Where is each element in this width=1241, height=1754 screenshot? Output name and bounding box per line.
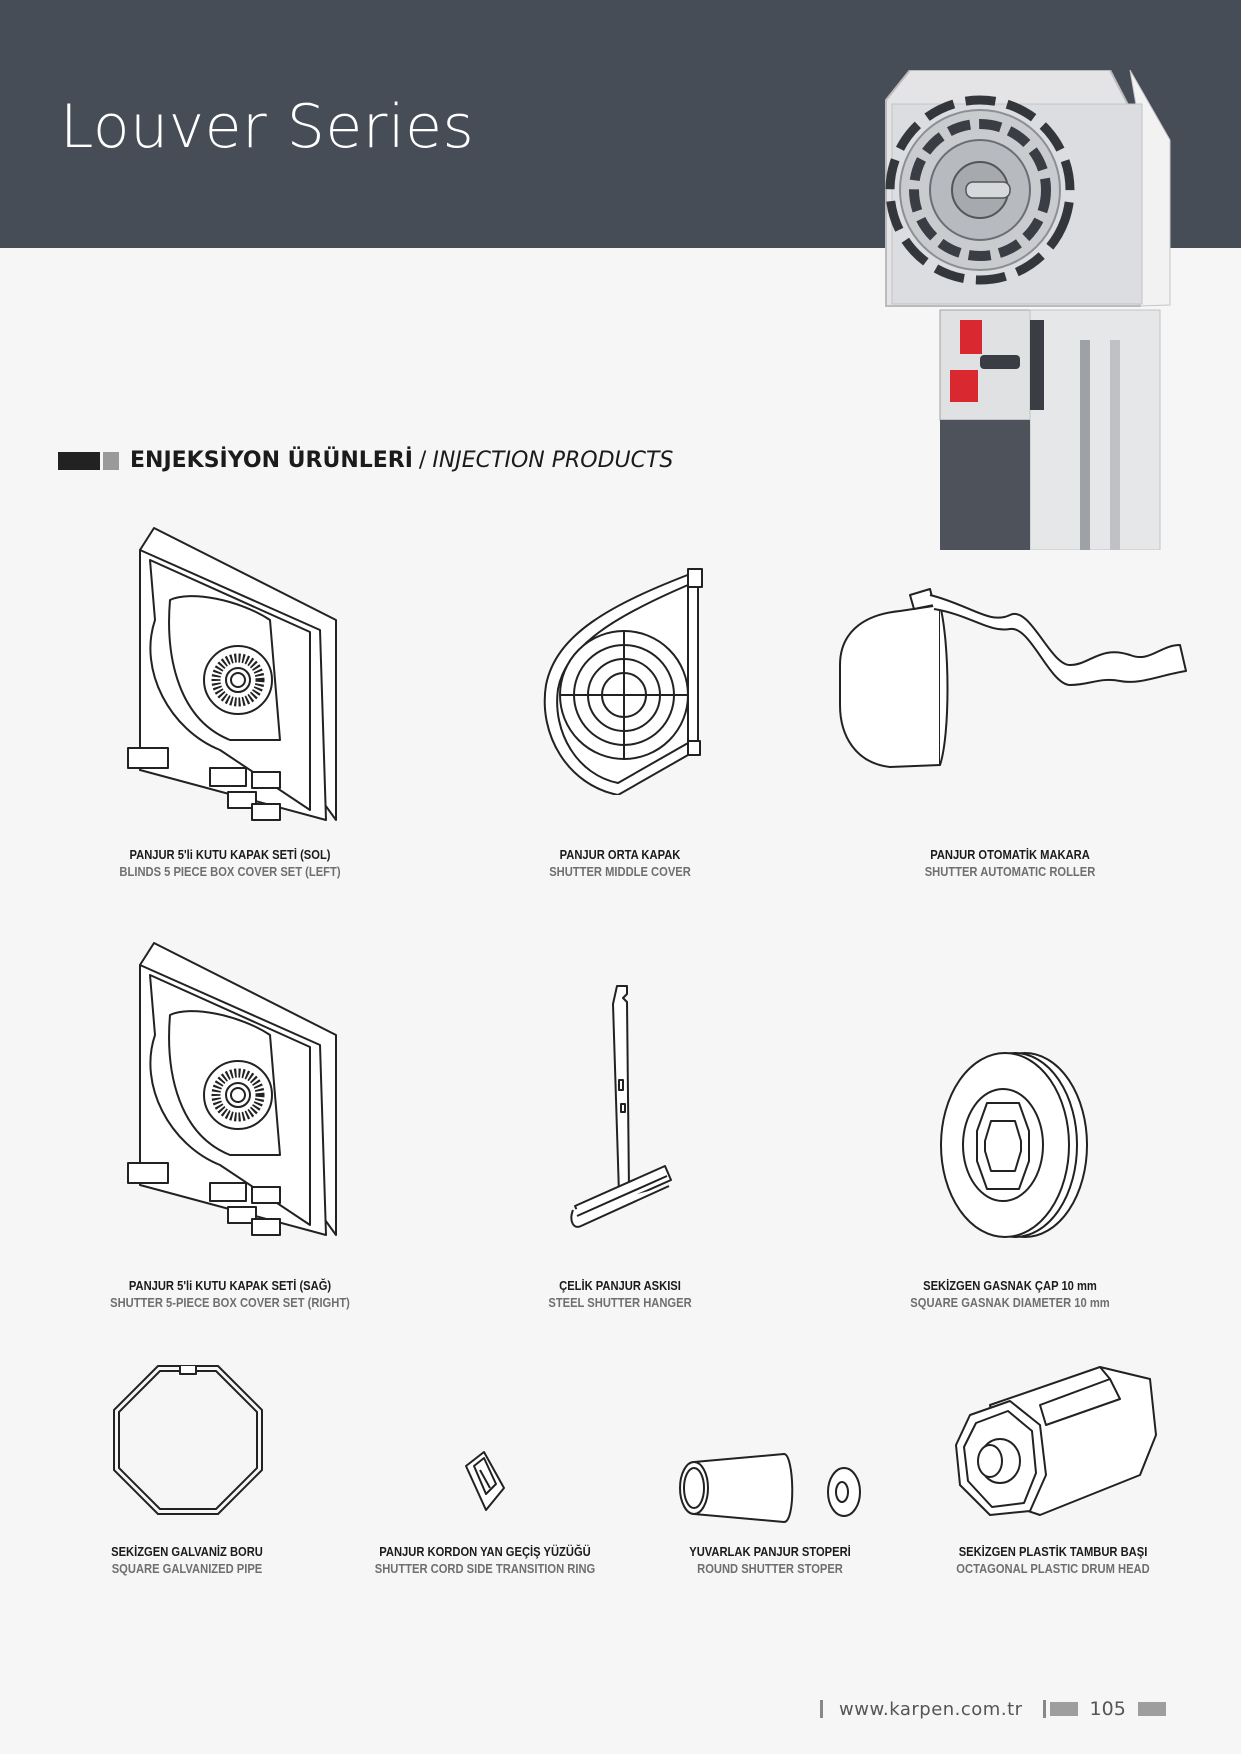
product-caption-3: PANJUR OTOMATİK MAKARA SHUTTER AUTOMATIC…	[925, 846, 1096, 880]
product-name-tr: SEKİZGEN GALVANİZ BORU	[111, 1544, 263, 1559]
heading-marker-gray	[103, 451, 119, 470]
steel-hanger-icon	[570, 985, 672, 1228]
product-name-en: STEEL SHUTTER HANGER	[548, 1295, 692, 1310]
footer-url-link[interactable]: www.karpen.com.tr	[839, 1698, 1023, 1720]
product-caption-8: PANJUR KORDON YAN GEÇİŞ YÜZÜĞÜ SHUTTER C…	[375, 1543, 596, 1577]
product-name-en: SQUARE GALVANIZED PIPE	[111, 1561, 263, 1576]
shutter-box-section-image	[885, 70, 1171, 550]
cord-ring-icon	[465, 1451, 505, 1511]
product-name-en: SHUTTER AUTOMATIC ROLLER	[924, 864, 1096, 879]
product-name-tr: SEKİZGEN PLASTİK TAMBUR BAŞI	[958, 1544, 1148, 1559]
product-caption-10: SEKİZGEN PLASTİK TAMBUR BAŞI OCTAGONAL P…	[956, 1543, 1149, 1577]
section-title-separator: /	[418, 448, 427, 473]
product-name-tr: PANJUR KORDON YAN GEÇİŞ YÜZÜĞÜ	[379, 1544, 591, 1559]
automatic-roller-icon	[839, 588, 1187, 768]
product-name-tr: PANJUR 5'li KUTU KAPAK SETİ (SAĞ)	[128, 1278, 332, 1293]
footer-marker-left	[1049, 1702, 1078, 1716]
heading-marker-dark	[58, 451, 100, 470]
section-title-tr: ENJEKSİYON ÜRÜNLERİ	[130, 448, 413, 473]
section-title: ENJEKSİYON ÜRÜNLERİ/INJECTION PRODUCTS	[130, 448, 673, 473]
product-name-tr: ÇELİK PANJUR ASKISI	[559, 1278, 681, 1293]
gasnak-pulley-icon	[940, 1052, 1088, 1238]
product-name-tr: YUVARLAK PANJUR STOPERİ	[689, 1544, 851, 1559]
footer-marker-right	[1137, 1702, 1166, 1716]
page-title: Louver Series	[60, 92, 475, 162]
box-cover-right-icon	[127, 942, 337, 1236]
drum-head-icon	[955, 1366, 1157, 1516]
middle-cover-icon	[543, 568, 703, 795]
page-number: 105	[1089, 1698, 1126, 1720]
footer-divider	[1042, 1700, 1046, 1718]
product-caption-6: SEKİZGEN GASNAK ÇAP 10 mm SQUARE GASNAK …	[910, 1277, 1109, 1311]
product-name-tr: SEKİZGEN GASNAK ÇAP 10 mm	[923, 1278, 1097, 1293]
product-name-tr: PANJUR ORTA KAPAK	[559, 847, 681, 862]
box-cover-left-icon	[127, 527, 337, 821]
product-name-tr: PANJUR OTOMATİK MAKARA	[930, 847, 1090, 862]
product-name-en: SHUTTER MIDDLE COVER	[549, 864, 691, 879]
product-caption-7: SEKİZGEN GALVANİZ BORU SQUARE GALVANIZED…	[111, 1543, 263, 1577]
product-name-en: SQUARE GASNAK DIAMETER 10 mm	[910, 1295, 1110, 1310]
product-name-tr: PANJUR 5'li KUTU KAPAK SETİ (SOL)	[129, 847, 331, 862]
round-stopper-icon	[679, 1453, 861, 1523]
product-name-en: SHUTTER CORD SIDE TRANSITION RING	[374, 1561, 596, 1576]
product-caption-4: PANJUR 5'li KUTU KAPAK SETİ (SAĞ) SHUTTE…	[110, 1277, 350, 1311]
product-name-en: ROUND SHUTTER STOPER	[697, 1561, 843, 1576]
product-name-en: SHUTTER 5-PIECE BOX COVER SET (RIGHT)	[110, 1295, 350, 1310]
footer-divider	[820, 1700, 823, 1718]
product-name-en: BLINDS 5 PIECE BOX COVER SET (LEFT)	[119, 864, 341, 879]
octagon-pipe-icon	[113, 1365, 263, 1515]
section-heading: ENJEKSİYON ÜRÜNLERİ/INJECTION PRODUCTS	[58, 448, 673, 473]
product-caption-5: ÇELİK PANJUR ASKISI STEEL SHUTTER HANGER	[548, 1277, 691, 1311]
section-title-en: INJECTION PRODUCTS	[432, 448, 674, 473]
product-name-en: OCTAGONAL PLASTIC DRUM HEAD	[956, 1561, 1150, 1576]
product-caption-1: PANJUR 5'li KUTU KAPAK SETİ (SOL) BLINDS…	[119, 846, 340, 880]
product-caption-2: PANJUR ORTA KAPAK SHUTTER MIDDLE COVER	[549, 846, 691, 880]
product-caption-9: YUVARLAK PANJUR STOPERİ ROUND SHUTTER ST…	[689, 1543, 851, 1577]
footer: www.karpen.com.tr 105	[820, 1698, 1166, 1720]
